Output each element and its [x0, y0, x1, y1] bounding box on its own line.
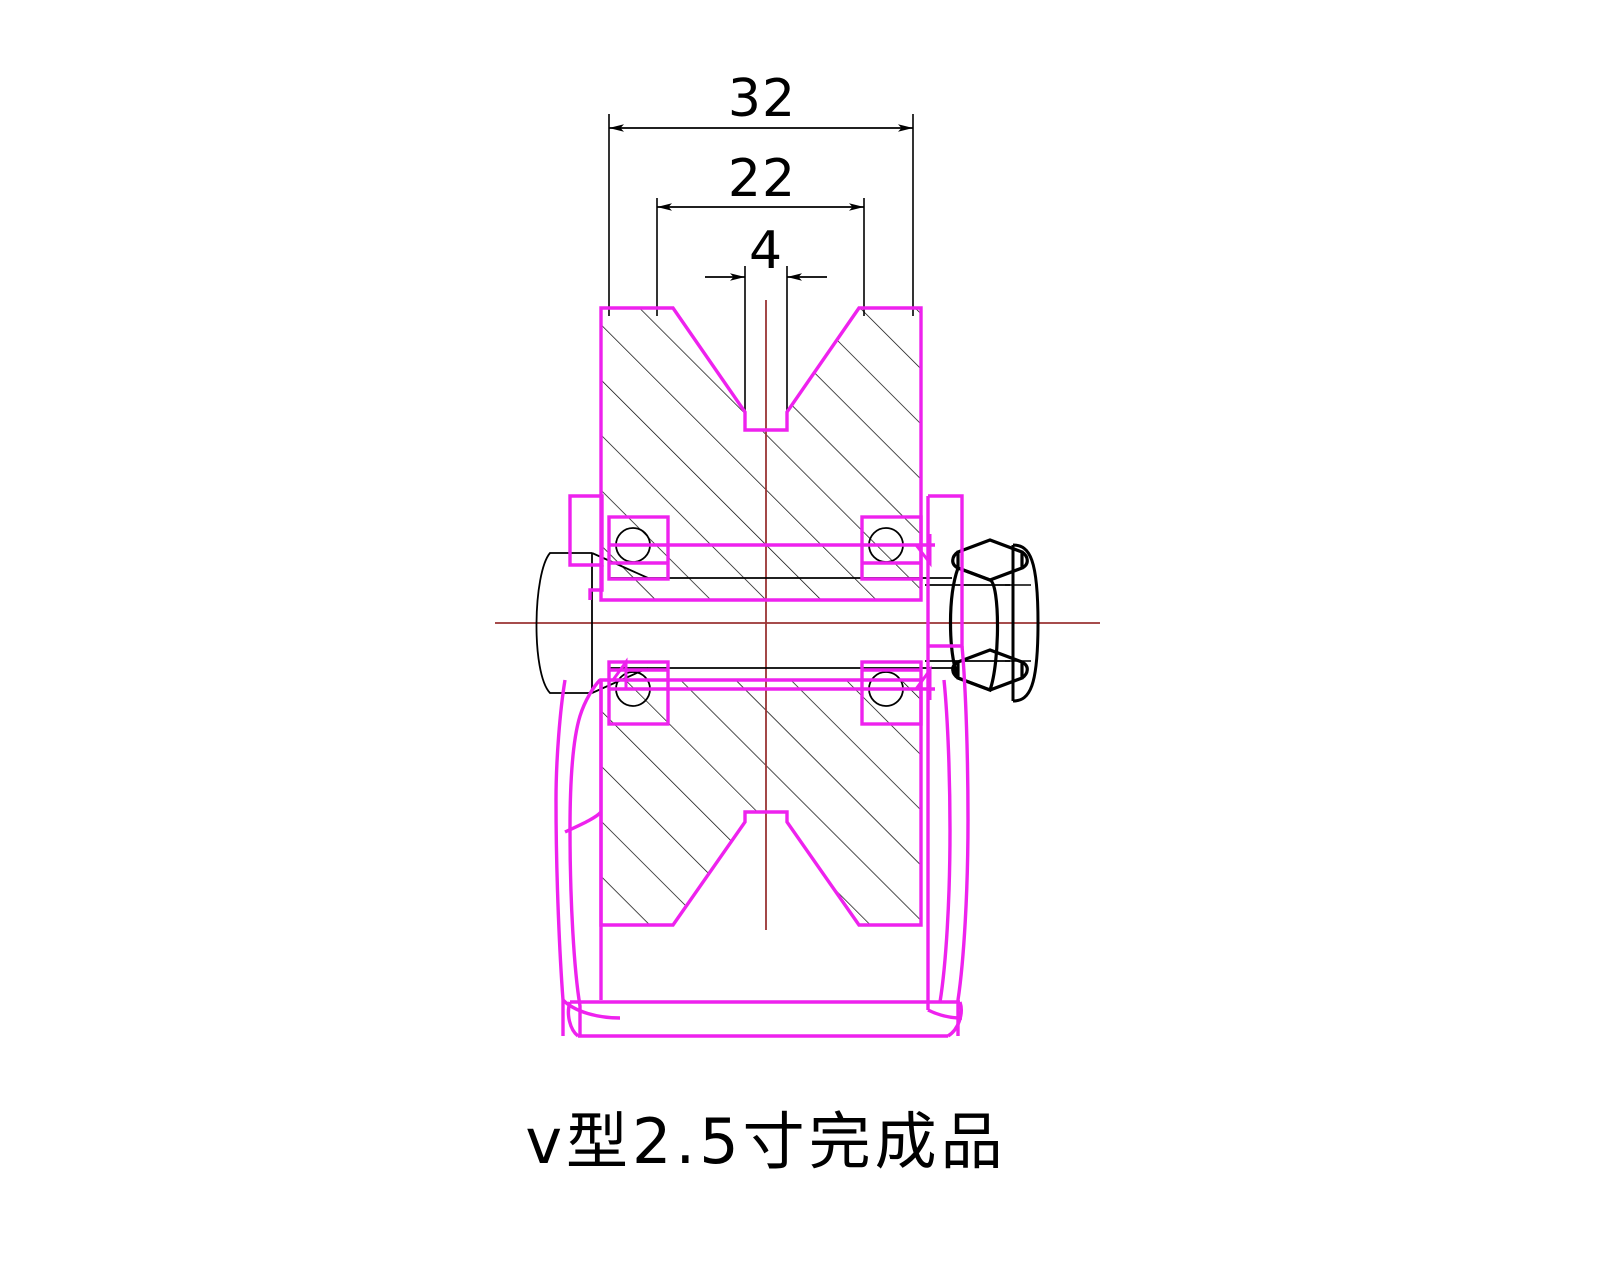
bracket-relief-marks — [611, 534, 932, 700]
washer-inner-lines — [1005, 584, 1031, 662]
part-outlines — [554, 306, 970, 1038]
bracket-arm-left — [554, 494, 621, 1036]
drawing-title: v型2.5寸完成品 — [525, 1105, 1006, 1178]
dimension-annotations: 32 22 4 — [608, 69, 914, 425]
pulley-body-lower — [599, 678, 923, 927]
dimension-4: 4 — [705, 221, 827, 281]
dimension-22: 22 — [657, 149, 864, 211]
bearing-race-upper-right — [860, 515, 923, 581]
pulley-body-upper — [599, 306, 923, 602]
bearing-race-upper-left — [607, 515, 935, 581]
bolt-head-dome — [535, 552, 592, 694]
extension-lines — [608, 114, 914, 425]
centerlines — [495, 300, 1100, 930]
bracket-base — [566, 1000, 963, 1038]
bracket-arm-right — [926, 494, 970, 1036]
washer — [1011, 543, 1040, 703]
dimension-4-label: 4 — [749, 221, 783, 281]
dimension-22-label: 22 — [728, 149, 796, 209]
dimension-32-label: 32 — [728, 69, 796, 129]
dimension-32: 32 — [609, 69, 913, 132]
bearing-race-lower-right — [860, 660, 923, 726]
hex-nut — [948, 538, 1029, 693]
